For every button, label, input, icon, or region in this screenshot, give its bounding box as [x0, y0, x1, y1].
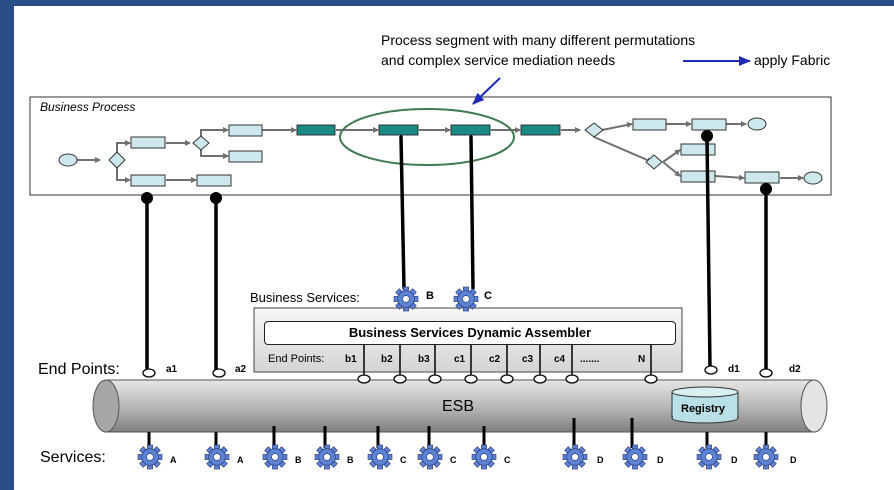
service-letter: D — [790, 455, 797, 465]
gear-icon — [471, 444, 497, 470]
gear-icon — [622, 444, 648, 470]
service-letter: A — [170, 455, 177, 465]
process-tasks — [58, 117, 823, 187]
process-flow-connectors — [77, 121, 804, 183]
task-box — [130, 136, 166, 149]
endpoint-name: a1 — [166, 364, 178, 375]
service-letter: D — [731, 455, 738, 465]
task-box — [691, 118, 727, 131]
task-box — [228, 150, 263, 163]
gear-icon — [393, 286, 419, 312]
endpoint-name: c3 — [522, 354, 534, 365]
service-letter: C — [400, 455, 407, 465]
end-event — [747, 117, 767, 131]
gear-icon — [453, 286, 479, 312]
highlight-task-box — [520, 124, 561, 136]
endpoint-name: d2 — [789, 364, 801, 375]
endpoint-name: ....... — [580, 354, 600, 365]
gateway — [584, 122, 604, 138]
task-box — [228, 124, 263, 137]
assembler-endpoints-label: End Points: — [268, 353, 325, 365]
end-event — [803, 171, 823, 185]
annotation-line1: Process segment with many different perm… — [381, 32, 696, 48]
task-box — [130, 174, 166, 187]
thick-connectors — [145, 135, 768, 372]
business-process-title: Business Process — [40, 100, 136, 114]
business-services-label: Business Services: — [250, 290, 360, 305]
annotation-line2: and complex service mediation needs — [381, 52, 616, 68]
endpoint-name: N — [638, 354, 646, 365]
end-points-label: End Points: — [38, 361, 120, 378]
gateway — [645, 154, 663, 170]
highlight-task-box — [378, 124, 419, 136]
highlight-task-box — [450, 124, 491, 136]
endpoint-name: c1 — [454, 354, 466, 365]
endpoint-name: a2 — [235, 364, 247, 375]
attachment-dots — [141, 130, 772, 204]
endpoint-name: b3 — [418, 354, 430, 365]
task-box — [632, 118, 667, 131]
assembler-title: Business Services Dynamic Assembler — [264, 321, 676, 345]
gear-icon — [562, 444, 588, 470]
gear-icon — [367, 444, 393, 470]
start-event — [58, 153, 78, 167]
services-label: Services: — [40, 449, 106, 466]
gear-icon — [417, 444, 443, 470]
gear-icon — [314, 444, 340, 470]
gateway — [108, 151, 126, 169]
gear-icon — [753, 444, 779, 470]
registry-database — [671, 386, 739, 424]
gear-icon — [204, 444, 230, 470]
gear-icon — [137, 444, 163, 470]
highlight-task-box — [296, 124, 336, 136]
service-letter: D — [597, 455, 604, 465]
gear-icon — [696, 444, 722, 470]
task-box — [744, 171, 780, 184]
task-box — [680, 143, 716, 156]
endpoint-name: b2 — [381, 354, 393, 365]
gateway — [192, 135, 210, 151]
service-letter: A — [237, 455, 244, 465]
esb-label: ESB — [442, 398, 475, 415]
endpoint-circles — [142, 365, 773, 384]
registry-label: Registry — [681, 403, 726, 415]
endpoint-name: c2 — [489, 354, 501, 365]
endpoint-name: b1 — [345, 354, 357, 365]
gear-icon — [262, 444, 288, 470]
endpoint-name: c4 — [554, 354, 566, 365]
highlight-oval — [339, 108, 515, 166]
assembler-endpoint-lines — [363, 342, 652, 377]
task-box — [196, 174, 232, 187]
business-service-letter: C — [484, 290, 492, 302]
apply-fabric-label: apply Fabric — [754, 52, 831, 68]
business-service-letter: B — [426, 290, 434, 302]
service-letter: C — [504, 455, 511, 465]
service-letter: B — [347, 455, 354, 465]
service-letter: C — [450, 455, 457, 465]
task-box — [680, 170, 716, 183]
service-letter: B — [295, 455, 302, 465]
service-letter: D — [657, 455, 664, 465]
annotation-arrow — [472, 77, 501, 105]
endpoint-name: d1 — [728, 364, 740, 375]
